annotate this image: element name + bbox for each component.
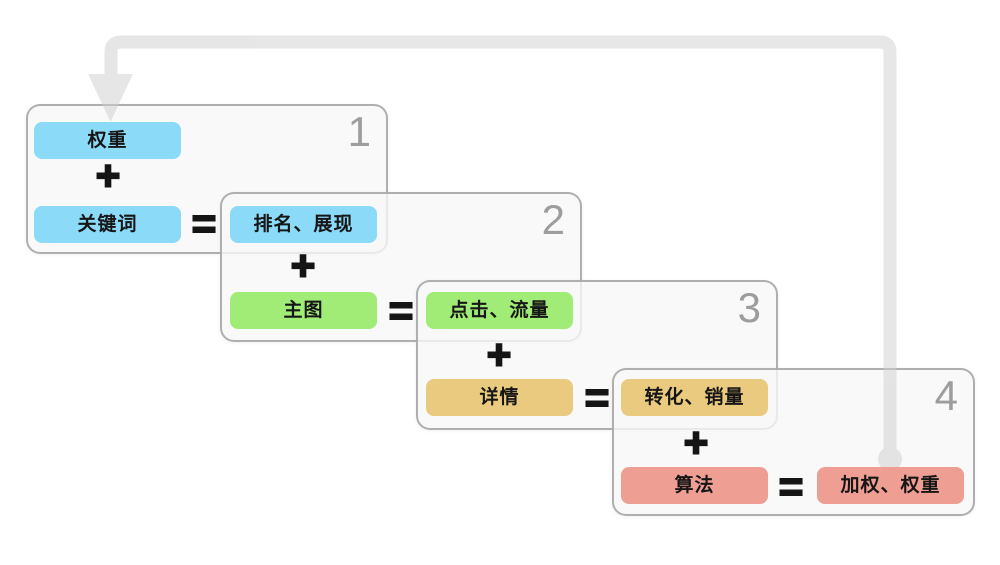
pill-jiaquan-quanzhong: 加权、权重 xyxy=(817,467,964,504)
card-number: 4 xyxy=(934,372,958,419)
plus-operator: + xyxy=(290,242,316,289)
pill-xiangqing: 详情 xyxy=(426,379,573,416)
pill-dianji-liuliang: 点击、流量 xyxy=(426,292,573,329)
equals-operator: = xyxy=(388,287,414,334)
equals-operator: = xyxy=(191,200,217,247)
pill-quanzhong: 权重 xyxy=(34,122,181,159)
plus-operator: + xyxy=(486,331,512,378)
equals-operator: = xyxy=(584,374,610,421)
pill-zhuanhua-xiaoliang: 转化、销量 xyxy=(621,379,768,416)
equals-operator: = xyxy=(778,463,804,510)
pill-paiming-zhanxian: 排名、展现 xyxy=(230,206,377,243)
pill-zhutu: 主图 xyxy=(230,292,377,329)
pill-suanfa: 算法 xyxy=(621,467,768,504)
plus-operator: + xyxy=(95,152,121,199)
plus-operator: + xyxy=(683,419,709,466)
pill-guanjianci: 关键词 xyxy=(34,206,181,243)
